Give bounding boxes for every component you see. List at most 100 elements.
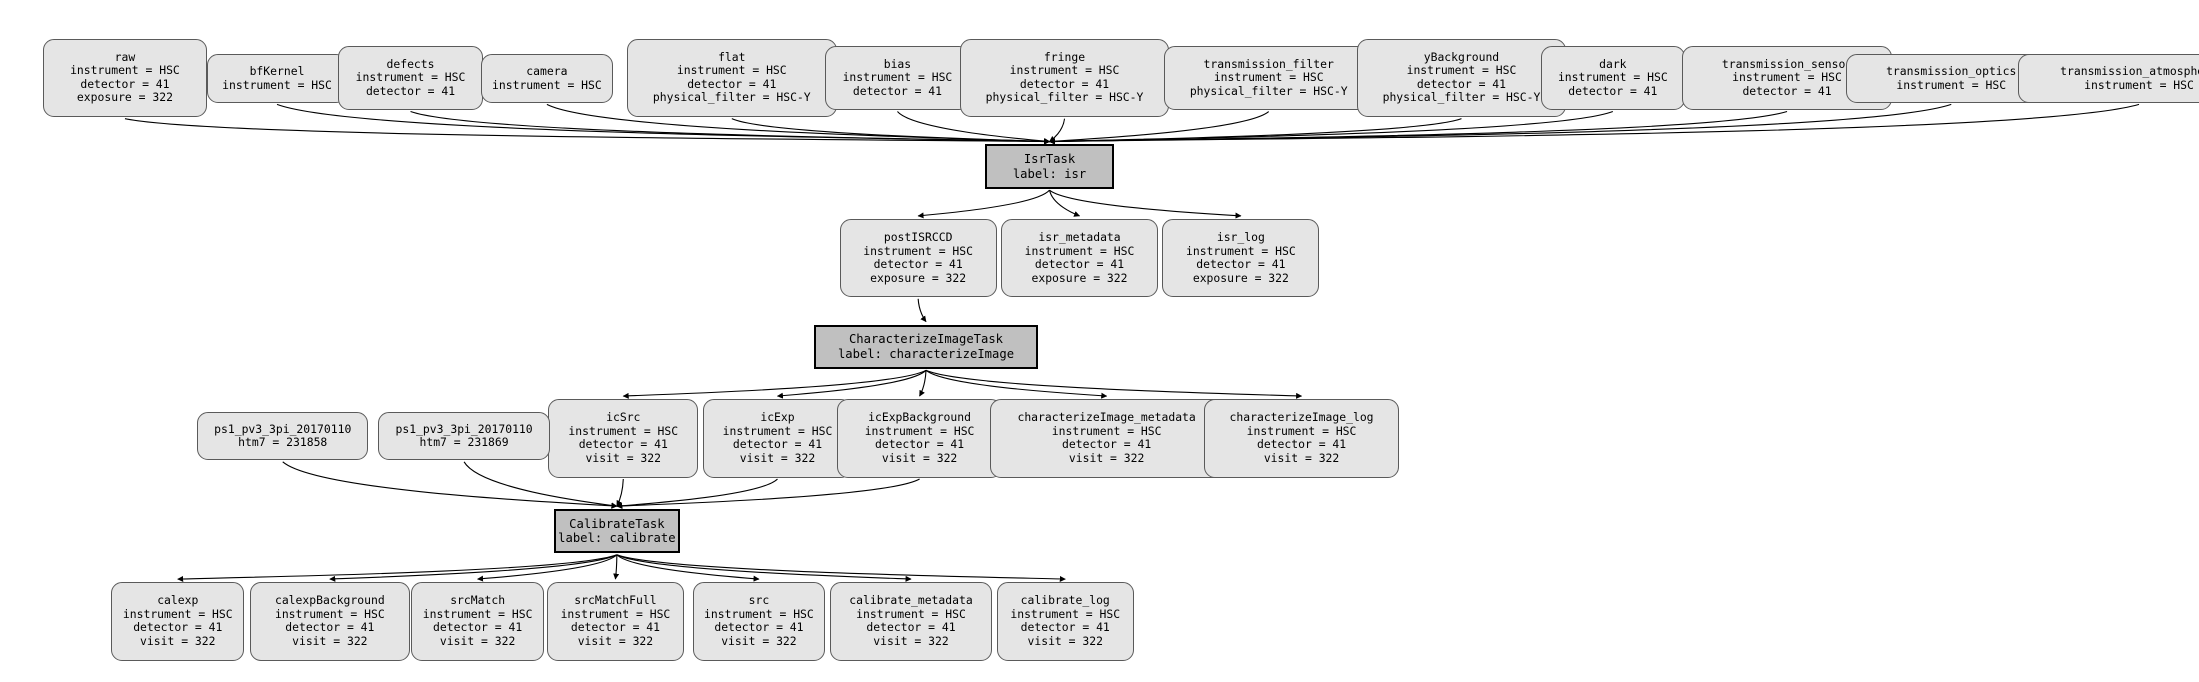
edge-CalibrateTask-to-calexpBackground (328, 555, 617, 584)
node-title: srcMatchFull (574, 593, 657, 608)
edge-paths (125, 104, 2139, 584)
node-dimension: detector = 41 (732, 437, 823, 452)
edge-icSrc-to-CalibrateTask (617, 479, 625, 507)
node-dimension: instrument = HSC (842, 70, 953, 85)
edge-yBackground-to-IsrTask (1048, 119, 1462, 146)
node-dimension: visit = 322 (140, 633, 216, 648)
node-title: postISRCCD (883, 230, 953, 245)
node-dimension: htm7 = 231869 (419, 435, 509, 450)
node-dimension: instrument = HSC (864, 423, 975, 438)
node-dimension: instrument = HSC (70, 63, 180, 78)
node-dimension: detector = 41 (687, 76, 777, 91)
node-title: defects (386, 56, 435, 71)
node-title: transmission_optics (1886, 64, 2017, 79)
node-dimension: instrument = HSC (1009, 63, 1120, 78)
node-dimension: detector = 41 (365, 83, 456, 98)
node-dimension: instrument = HSC (1246, 423, 1357, 438)
node-dimension: detector = 41 (1019, 76, 1110, 91)
node-dimension: detector = 41 (1196, 257, 1286, 272)
node-dimension: visit = 322 (739, 450, 816, 465)
node-title: flat (718, 50, 746, 64)
node-dimension: physical_filter = HSC-Y (985, 90, 1144, 105)
node-title: calexp (157, 593, 199, 608)
node-title: calibrate_metadata (849, 593, 973, 608)
node-dimension: htm7 = 231858 (238, 435, 328, 450)
edge-CharacterizeImageTask-to-characterizeImage_metadata (926, 370, 1108, 400)
node-dimension: visit = 322 (1263, 450, 1340, 465)
edge-fringe-to-IsrTask (1048, 119, 1065, 142)
node-dimension: instrument = HSC (1185, 243, 1296, 258)
node-title: CharacterizeImageTask (848, 332, 1004, 347)
dataset-node-transmission_atmosphere[interactable]: transmission_atmosphereinstrument = HSC (2017, 54, 2199, 103)
node-dimension: label: characterizeImage (837, 346, 1015, 361)
node-title: characterizeImage_metadata (1017, 410, 1196, 425)
node-dimension: exposure = 322 (76, 90, 173, 105)
node-dimension: instrument = HSC (355, 70, 466, 85)
node-dimension: detector = 41 (1062, 437, 1152, 452)
node-dimension: detector = 41 (874, 437, 965, 452)
node-dimension: detector = 41 (433, 620, 523, 635)
node-title: IsrTask (1023, 152, 1076, 167)
node-dimension: instrument = HSC (1213, 70, 1324, 85)
node-dimension: label: calibrate (558, 531, 676, 546)
node-dimension: exposure = 322 (1031, 270, 1128, 285)
node-title: yBackground (1423, 50, 1500, 64)
node-dimension: detector = 41 (570, 620, 660, 635)
node-dimension: instrument = HSC (2084, 77, 2194, 92)
node-dimension: instrument = HSC (1051, 423, 1162, 438)
node-dimension: detector = 41 (852, 83, 943, 98)
node-title: icSrc (606, 410, 641, 425)
node-title: CalibrateTask (569, 516, 665, 531)
node-dimension: physical_filter = HSC-Y (1189, 83, 1348, 98)
node-dimension: instrument = HSC (1896, 77, 2007, 92)
node-title: bias (883, 56, 912, 71)
node-dimension: detector = 41 (80, 76, 170, 91)
node-title: srcMatch (450, 593, 506, 608)
node-dimension: instrument = HSC (1557, 70, 1668, 85)
node-title: icExp (760, 410, 795, 425)
edge-flat-to-IsrTask (732, 119, 1051, 146)
node-dimension: instrument = HSC (722, 423, 833, 438)
node-dimension: instrument = HSC (856, 606, 966, 621)
node-title: characterizeImage_log (1229, 410, 1374, 425)
edge-CalibrateTask-to-src (617, 555, 760, 583)
node-dimension: visit = 322 (439, 633, 516, 648)
node-dimension: instrument = HSC (492, 77, 602, 92)
edge-IsrTask-to-isr_metadata (1050, 190, 1081, 218)
edge-CalibrateTask-to-calexp (176, 555, 617, 584)
node-dimension: visit = 322 (873, 633, 949, 648)
node-dimension: detector = 41 (285, 620, 375, 635)
node-title: calibrate_log (1020, 593, 1110, 608)
node-dimension: detector = 41 (714, 620, 804, 635)
